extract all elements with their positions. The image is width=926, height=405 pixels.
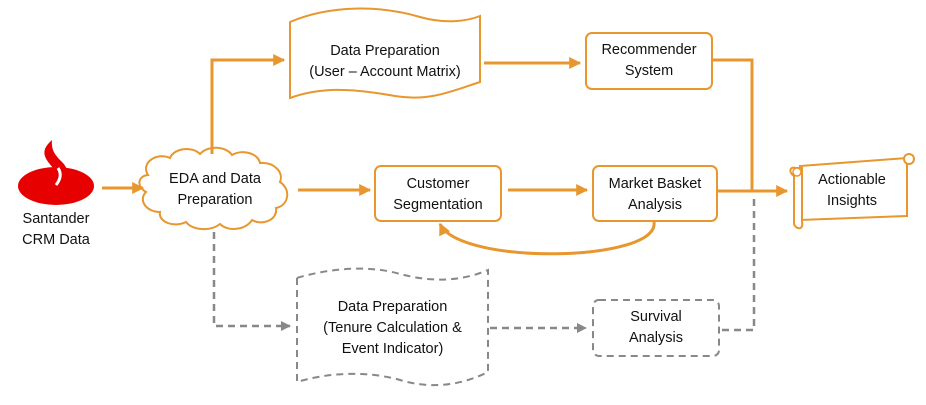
arrow-eda-to-prep-tenure — [212, 232, 291, 331]
arrow-eda-to-prep-matrix — [210, 54, 286, 154]
prep-tenure-shape — [296, 267, 489, 387]
eda-cloud-shape — [138, 146, 289, 230]
prep-matrix-shape — [289, 7, 481, 100]
prep-tenure-label: Data Preparation (Tenure Calculation & E… — [323, 299, 462, 357]
prep-matrix-label: Data Preparation (User – Account Matrix) — [309, 43, 461, 80]
santander-flame-icon — [18, 140, 94, 205]
recommender-label: Recommender System — [601, 42, 697, 79]
connector-survival-to-insights — [722, 194, 756, 332]
segmentation-label: Customer Segmentation — [393, 176, 483, 213]
survival-label: Survival Analysis — [629, 309, 683, 346]
survival-box — [592, 299, 720, 357]
insights-label: Actionable Insights — [818, 172, 886, 209]
eda-label: EDA and Data Preparation — [169, 171, 261, 208]
segmentation-box — [374, 165, 502, 222]
basket-label: Market Basket Analysis — [608, 176, 702, 213]
insights-scroll-shape — [789, 153, 915, 230]
basket-box — [592, 165, 718, 222]
arrow-basket-loop-to-segmentation — [438, 221, 656, 256]
connector-recommender-to-insights — [712, 58, 754, 191]
source-label: Santander CRM Data — [22, 211, 90, 248]
